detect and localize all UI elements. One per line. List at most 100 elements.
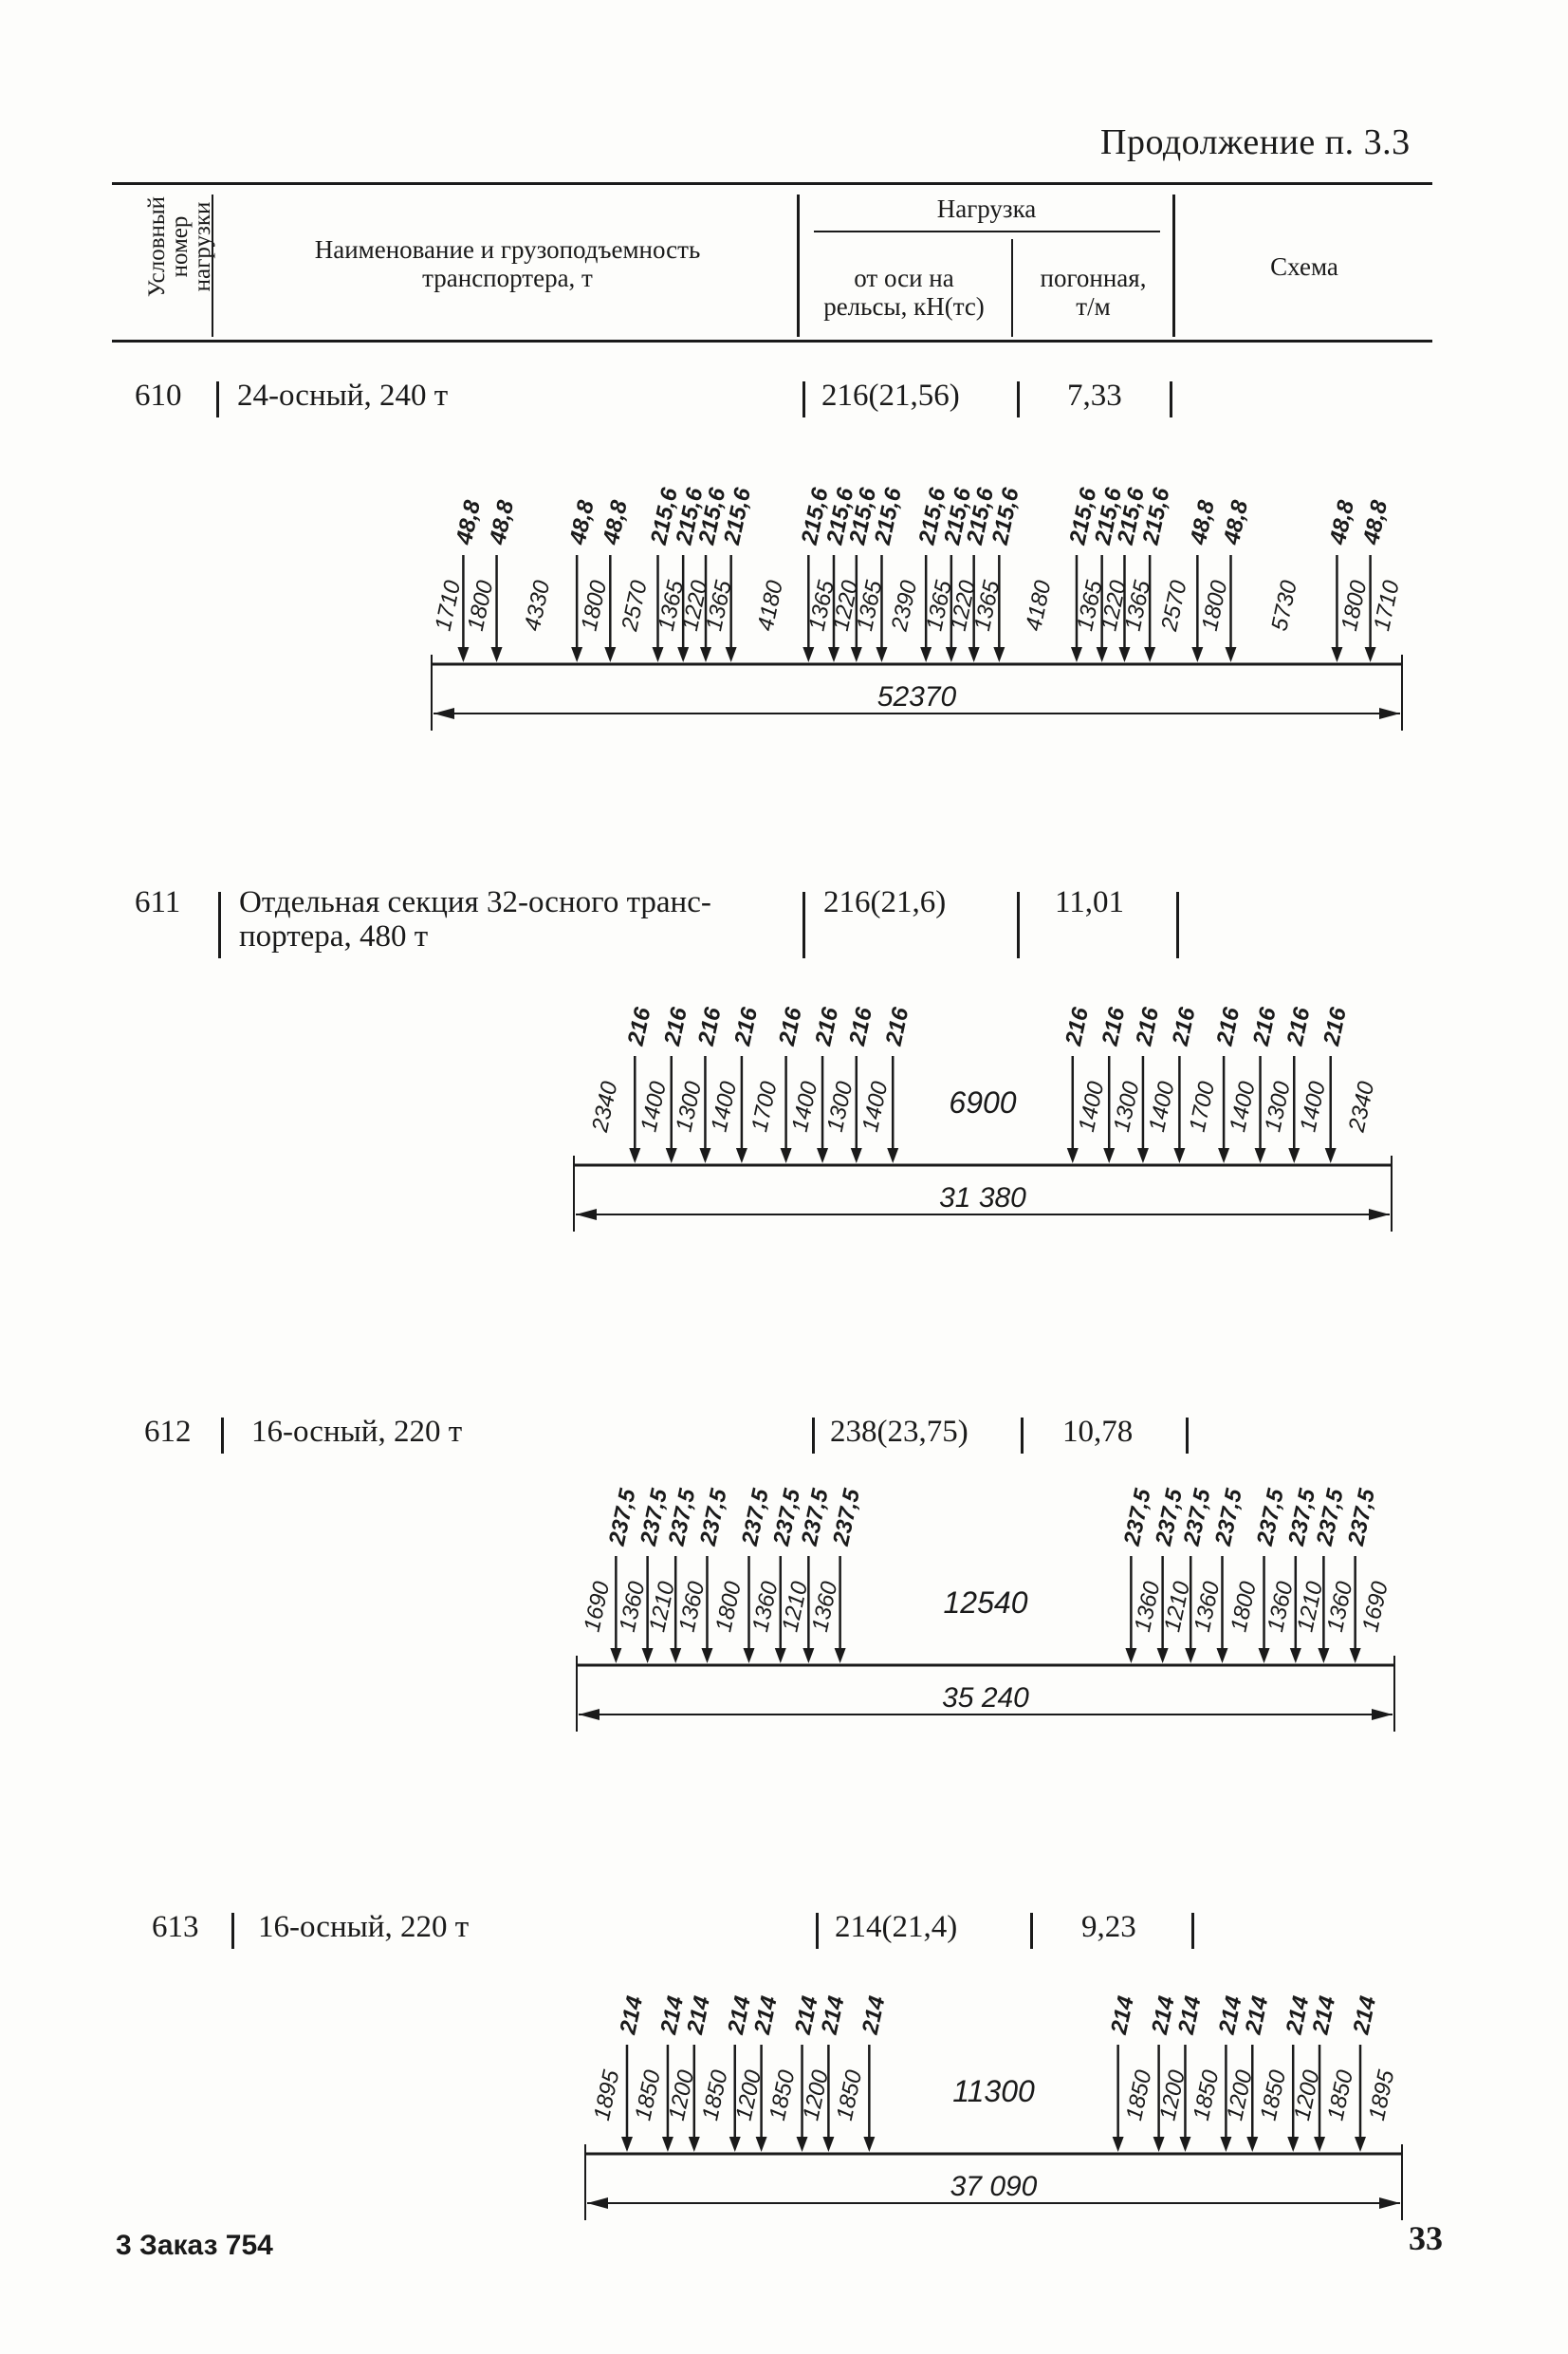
axle-arrow-head [822,2137,835,2152]
axle-arrow-head [1070,647,1082,662]
axle-arrow-head [1185,1648,1197,1663]
axle-force-label: 48,8 [452,497,486,547]
row-number: 613 [152,1910,199,1944]
axle-force-label: 214 [1348,1993,1381,2037]
axle-force-label: 216 [1248,1005,1282,1048]
axle-force-label: 216 [1061,1005,1094,1048]
row-divider [1017,381,1020,417]
axle-arrow-head [1153,2137,1165,2152]
row-name: 16-осный, 220 т [258,1910,470,1944]
dimension-arrow [1369,1209,1390,1220]
header-linear-line1: погонная, [1040,264,1147,292]
row-number: 610 [135,379,182,413]
row-divider [1030,1913,1033,1949]
footer-order-note: 3 Заказ 754 [116,2230,273,2261]
axle-arrow-head [817,1148,829,1163]
row-linear-load: 9,23 [1081,1910,1136,1944]
row-name-line2: портера, 480 т [239,919,429,954]
axle-arrow-head [1349,1648,1361,1663]
gap-dimension-label: 1400 [787,1079,823,1134]
axle-arrow-head [1066,1148,1079,1163]
axle-arrow-head [1225,647,1237,662]
axle-force-label: 216 [774,1005,807,1048]
header-divider-2 [797,195,800,337]
dimension-arrow [434,708,454,719]
gap-dimension-label: 1360 [1190,1579,1226,1634]
dimension-arrow [576,1209,597,1220]
gap-dimension-label: 1300 [822,1079,858,1134]
row-divider [1176,892,1179,958]
axle-arrow-head [755,2137,767,2152]
gap-dimension-label: 5730 [1266,578,1302,633]
axle-force-label: 216 [693,1005,727,1048]
gap-dimension-label: 1895 [589,2067,625,2122]
axle-arrow-head [1254,1148,1266,1163]
axle-arrow-head [834,1648,846,1663]
axle-force-label: 216 [880,1005,913,1048]
axle-force-label: 48,8 [1219,497,1253,547]
total-length-label: 37 090 [950,2171,1038,2202]
axle-force-label: 237,5 [828,1486,865,1548]
gap-dimension-label: 1400 [707,1079,743,1134]
axle-force-label: 214 [615,1993,648,2037]
axle-arrow-head [688,2137,700,2152]
axle-arrow-head [802,647,815,662]
center-gap-label: 6900 [949,1085,1016,1120]
axle-arrow-head [1218,1148,1230,1163]
axle-force-label: 216 [844,1005,877,1048]
header-linear-column: погонная, т/м [1015,264,1171,321]
gap-dimension-label: 1850 [1322,2067,1358,2122]
axle-arrow-head [735,1148,747,1163]
axle-force-label: 237,5 [695,1486,732,1548]
header-divider-3 [1011,239,1013,337]
axle-arrow-head [729,2137,741,2152]
dimension-arrow [1379,2197,1400,2209]
dimension-arrow [1379,708,1400,719]
axle-force-label: 48,8 [1358,497,1393,547]
gap-dimension-label: 2340 [587,1079,623,1135]
axle-arrow-head [652,647,664,662]
axle-arrow-head [1287,2137,1300,2152]
gap-dimension-label: 1700 [1185,1079,1221,1134]
header-name-line2: транспортера, т [422,264,593,292]
axle-arrow-head [1156,1648,1169,1663]
row-divider [802,892,805,958]
axle-arrow-head [1144,647,1156,662]
axle-force-label: 216 [623,1005,656,1048]
axle-arrow-head [610,1648,622,1663]
header-axle-column: от оси на рельсы, кН(тс) [799,264,1009,321]
axle-force-label: 48,8 [599,497,633,547]
axle-force-label: 214 [1106,1993,1139,2037]
gap-dimension-label: 1400 [1144,1079,1180,1134]
axle-arrow-head [968,647,980,662]
axle-arrow-head [700,647,712,662]
axle-arrow-head [1331,647,1343,662]
row-name: 24-осный, 240 т [237,379,449,413]
row-number: 611 [135,885,181,919]
gap-dimension-label: 1360 [1322,1579,1358,1634]
gap-dimension-label: 1850 [1121,2067,1157,2122]
row-divider [812,1418,815,1454]
row-axle-load: 238(23,75) [830,1415,968,1449]
gap-dimension-label: 1850 [697,2067,733,2122]
axle-arrow-head [1220,2137,1232,2152]
header-scheme-column: Схема [1270,252,1338,281]
axle-arrow-head [670,1648,682,1663]
axle-arrow-head [1103,1148,1116,1163]
gap-dimension-label: 1300 [1109,1079,1145,1134]
axle-arrow-head [604,647,617,662]
axle-force-label: 48,8 [485,497,519,547]
axle-arrow-head [1288,1148,1301,1163]
axle-arrow-head [701,1648,713,1663]
axle-arrow-head [1324,1148,1337,1163]
axle-force-label: 216 [1211,1005,1245,1048]
axle-arrow-head [661,2137,673,2152]
axle-arrow-head [1216,1648,1228,1663]
axle-arrow-head [1179,2137,1191,2152]
axle-force-label: 214 [858,1993,891,2037]
axle-arrow-head [802,1648,815,1663]
table-top-rule [112,182,1432,185]
